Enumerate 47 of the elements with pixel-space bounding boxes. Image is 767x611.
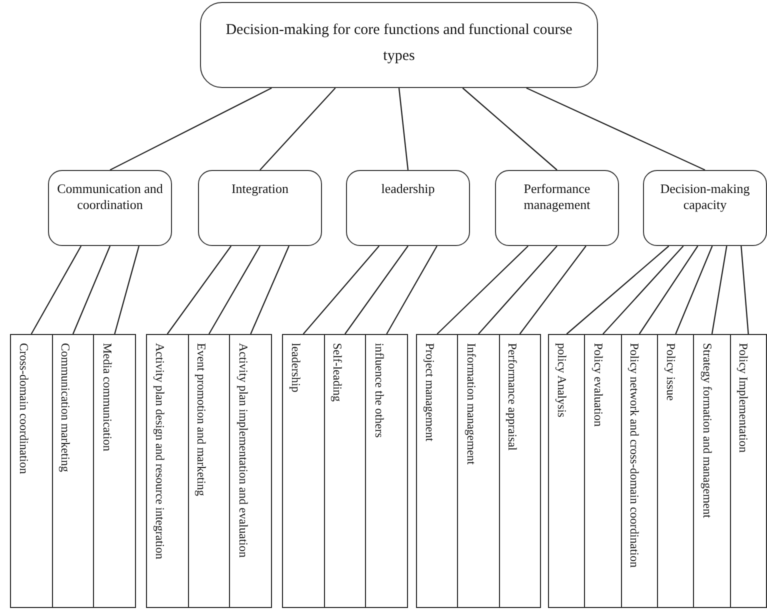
category-box: Performance management	[495, 170, 619, 246]
item-column: Self-leading	[324, 334, 366, 608]
connector-line	[566, 246, 670, 334]
item-column: policy Analysis	[548, 334, 586, 608]
connector-line	[526, 87, 706, 171]
connector-line	[740, 246, 749, 334]
item-column: Event promotion and marketing	[188, 334, 230, 608]
item-column: Strategy formation and management	[693, 334, 731, 608]
connector-line	[30, 246, 82, 334]
connector-line	[386, 246, 438, 334]
item-column: Policy Implementation	[730, 334, 767, 608]
item-column: Policy evaluation	[584, 334, 622, 608]
category-box: leadership	[346, 170, 470, 246]
connector-line	[166, 246, 232, 334]
item-column: Activity plan design and resource integration	[146, 334, 189, 608]
connector-line	[436, 246, 528, 334]
item-column: Media communication	[93, 334, 136, 608]
connector-line	[110, 87, 272, 171]
connector-line	[302, 246, 380, 334]
connector-line	[602, 246, 684, 334]
category-box: Integration	[198, 170, 322, 246]
connector-line	[519, 246, 586, 334]
category-box: Decision-making capacity	[643, 170, 767, 246]
item-column: Activity plan implementation and evaluation	[229, 334, 272, 608]
connector-line	[260, 88, 336, 170]
connector-line	[675, 246, 713, 334]
connector-line	[72, 246, 111, 334]
connector-line	[398, 88, 409, 170]
item-column: Performance appraisal	[498, 334, 541, 608]
item-column: Project management	[416, 334, 458, 608]
connector-line	[478, 246, 558, 334]
root-box: Decision-making for core functions and functional course types	[200, 2, 598, 88]
category-box: Communication and coordination	[48, 170, 172, 246]
connector-line	[250, 246, 290, 334]
connector-line	[208, 246, 261, 334]
connector-line	[711, 246, 728, 334]
connector-line	[344, 246, 408, 334]
item-column: Cross-domain coordination	[10, 334, 53, 608]
item-column: influence the others	[365, 334, 408, 608]
item-column: Policy network and cross-domain coordination	[620, 334, 658, 608]
connector-line	[114, 246, 140, 334]
item-column: Information management	[457, 334, 500, 608]
item-column: leadership	[282, 334, 325, 608]
item-column: Communication marketing	[52, 334, 94, 608]
item-column: Policy issue	[657, 334, 694, 608]
connector-line	[638, 246, 698, 334]
connector-line	[462, 88, 558, 170]
